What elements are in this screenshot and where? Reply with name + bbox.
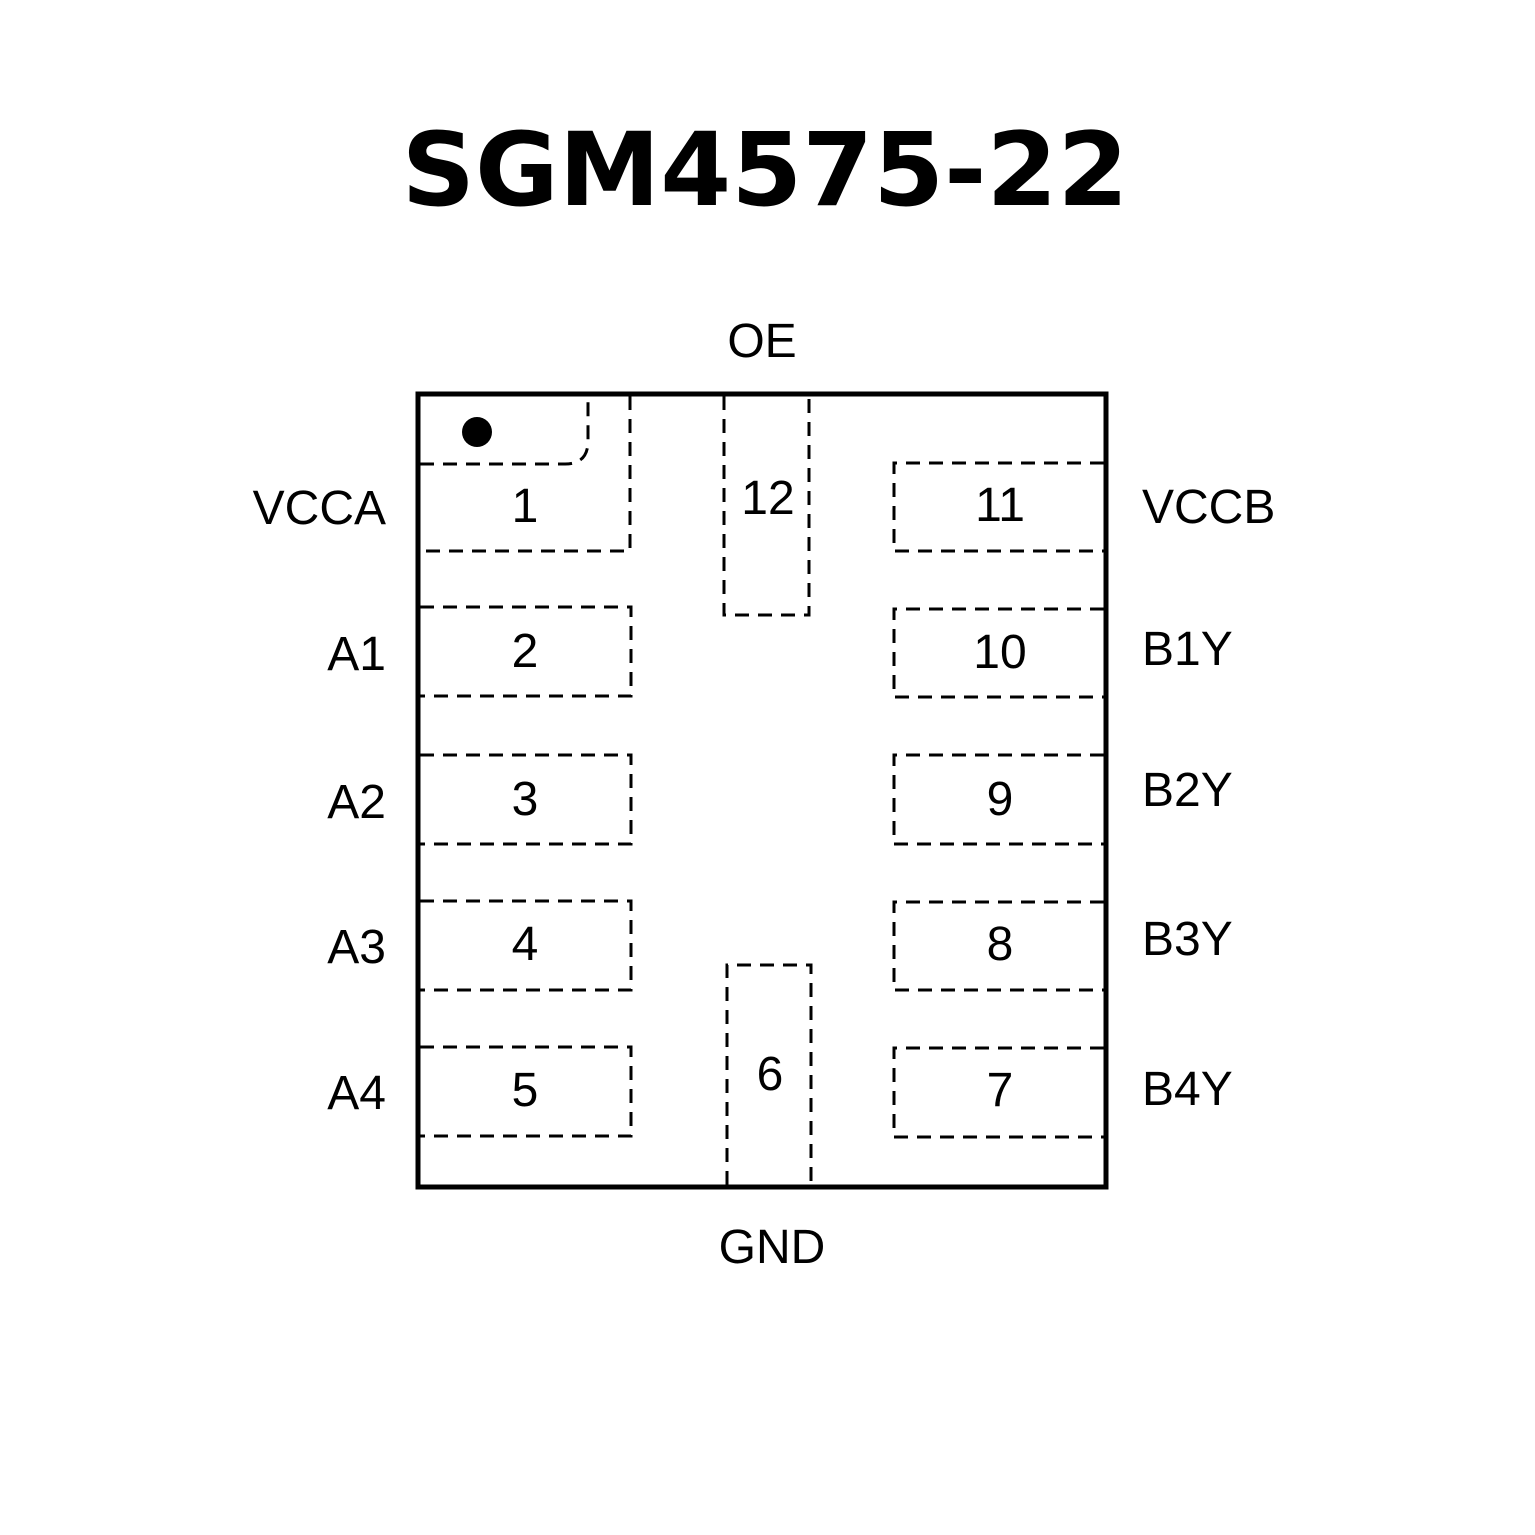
pin-number-11: 11 — [975, 479, 1025, 532]
pin-number-1: 1 — [512, 480, 539, 533]
pin-label-vccb: VCCB — [1142, 481, 1275, 534]
pad-pin-4 — [420, 899, 633, 992]
pad-pin-3 — [420, 753, 633, 846]
pad-pin-9 — [892, 753, 1104, 846]
pin-number-12: 12 — [741, 472, 794, 525]
pad-pin-2 — [420, 605, 633, 698]
pad-pin-5 — [420, 1045, 633, 1138]
pin-number-3: 3 — [512, 773, 539, 826]
pin-label-b3y: B3Y — [1142, 913, 1233, 966]
pin-label-a4: A4 — [327, 1067, 386, 1120]
pin-label-gnd: GND — [719, 1221, 826, 1274]
pin-number-2: 2 — [512, 625, 539, 678]
pad-pin-1 — [420, 396, 632, 553]
pad-pin-6 — [725, 963, 813, 1185]
pin1-corner-guide — [420, 396, 590, 466]
pad-pin-12 — [722, 396, 811, 617]
chip-title: SGM4575-22 — [402, 111, 1129, 230]
pad-pin-10 — [892, 607, 1104, 699]
pin-label-a2: A2 — [327, 776, 386, 829]
pin-label-a3: A3 — [327, 921, 386, 974]
pin-number-7: 7 — [987, 1064, 1014, 1117]
pin-number-9: 9 — [987, 773, 1014, 826]
pad-pin-8 — [892, 900, 1104, 992]
pin-label-b1y: B1Y — [1142, 623, 1233, 676]
pin-number-5: 5 — [512, 1064, 539, 1117]
pin-number-10: 10 — [973, 626, 1026, 679]
pad-pin-11 — [892, 461, 1104, 553]
pin-label-a1: A1 — [327, 628, 386, 681]
pin-label-vcca: VCCA — [253, 482, 386, 535]
package-outline — [415, 391, 1109, 1190]
pin-number-6: 6 — [757, 1048, 784, 1101]
pin-number-8: 8 — [987, 918, 1014, 971]
pin-label-oe: OE — [727, 315, 796, 368]
pad-pin-7 — [892, 1046, 1104, 1139]
pin-label-b4y: B4Y — [1142, 1063, 1233, 1116]
pads-group — [420, 396, 1104, 1185]
pin-label-b2y: B2Y — [1142, 764, 1233, 817]
pin1-marker-dot-icon — [462, 417, 492, 447]
pin-number-4: 4 — [512, 918, 539, 971]
